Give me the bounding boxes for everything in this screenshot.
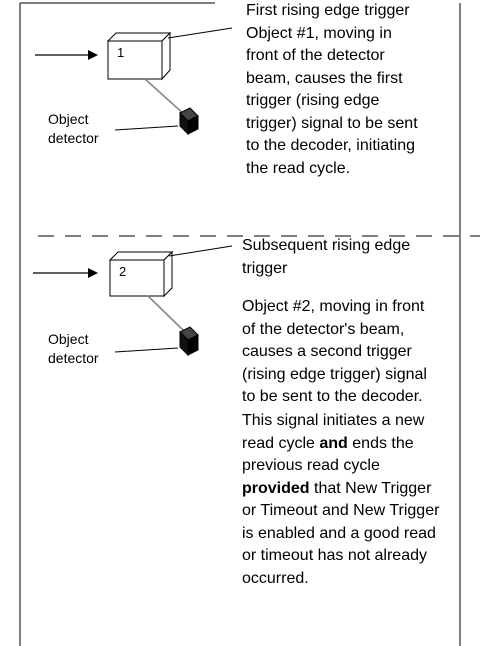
note-line: or timeout has not already <box>242 547 427 564</box>
panel1-illustration <box>35 27 233 136</box>
note-line: occurred. <box>242 569 309 587</box>
panel1-body-line: the read cycle. <box>246 159 351 177</box>
panel2-description: Object #2, moving in front of the detect… <box>242 296 460 409</box>
panel2-body-line: to be sent to the decoder. <box>242 388 423 405</box>
heading-leader-line <box>168 245 233 257</box>
note-emphasis-and: and <box>319 434 348 452</box>
panel1-body-line: beam, causes the first <box>246 69 403 87</box>
note-text: ends the <box>347 434 414 452</box>
detector-label: Object detector <box>48 110 99 148</box>
detector-label-line: detector <box>48 130 99 146</box>
object-box-side <box>163 250 173 298</box>
panel2-body-line: Object #2, moving in front <box>242 298 425 315</box>
motion-arrow-head <box>88 50 98 60</box>
detector-leader-line <box>114 125 179 131</box>
detector-label: Object detector <box>48 330 99 368</box>
panel1-body-line: to the decoder, initiating <box>246 137 416 154</box>
note-text: read cycle <box>242 434 320 452</box>
object-box-side <box>161 31 171 81</box>
motion-arrow-head <box>88 268 98 278</box>
object-detector-side <box>187 334 199 356</box>
object-box-front <box>109 259 165 297</box>
detector-label-line: Object <box>48 111 89 127</box>
detector-label-line: detector <box>48 350 99 366</box>
panel1-body-line: trigger) signal to be sent <box>246 114 418 132</box>
note-text: that New Trigger <box>309 479 432 497</box>
note-line: or Timeout and New Trigger <box>242 502 440 519</box>
panel1-body-line: front of the detector <box>246 47 385 64</box>
object-box-top <box>106 32 172 42</box>
note-line: provided that New Trigger <box>242 478 460 501</box>
panel2-body-line: causes a second trigger <box>242 343 412 360</box>
panel1-description: First rising edge trigger Object #1, mov… <box>246 0 460 180</box>
panel1-body-line: Object #1, moving in <box>246 24 392 42</box>
note-line: previous read cycle <box>242 457 380 474</box>
note-emphasis-provided: provided <box>242 479 310 497</box>
heading-leader-line <box>167 27 233 39</box>
panel2-body-line: (rising edge trigger) signal <box>242 365 427 383</box>
note-line: This signal initiates a new <box>242 412 425 429</box>
detector-label-line: Object <box>48 331 89 347</box>
object-detector-side <box>187 115 199 135</box>
detector-beam <box>147 295 186 333</box>
panel2-heading: Subsequent rising edge trigger <box>242 235 460 280</box>
panel2-body-line: of the detector's beam, <box>242 320 405 338</box>
note-line: read cycle and ends the <box>242 433 460 456</box>
note-line: is enabled and a good read <box>242 524 436 542</box>
panel2-heading-line: trigger <box>242 259 288 277</box>
detector-leader-line <box>114 347 179 353</box>
object-box-top <box>108 251 174 261</box>
object-box-number: 1 <box>117 45 125 60</box>
panel1-body-line: trigger (rising edge <box>246 92 380 109</box>
detector-beam <box>144 78 186 116</box>
object-box-number: 2 <box>119 264 127 279</box>
panel1-heading: First rising edge trigger <box>246 2 410 19</box>
panel2-illustration <box>33 245 233 357</box>
panel2-heading-line: Subsequent rising edge <box>242 237 411 254</box>
panel2-note: This signal initiates a new read cycle a… <box>242 410 460 590</box>
object-box-front <box>107 40 163 80</box>
